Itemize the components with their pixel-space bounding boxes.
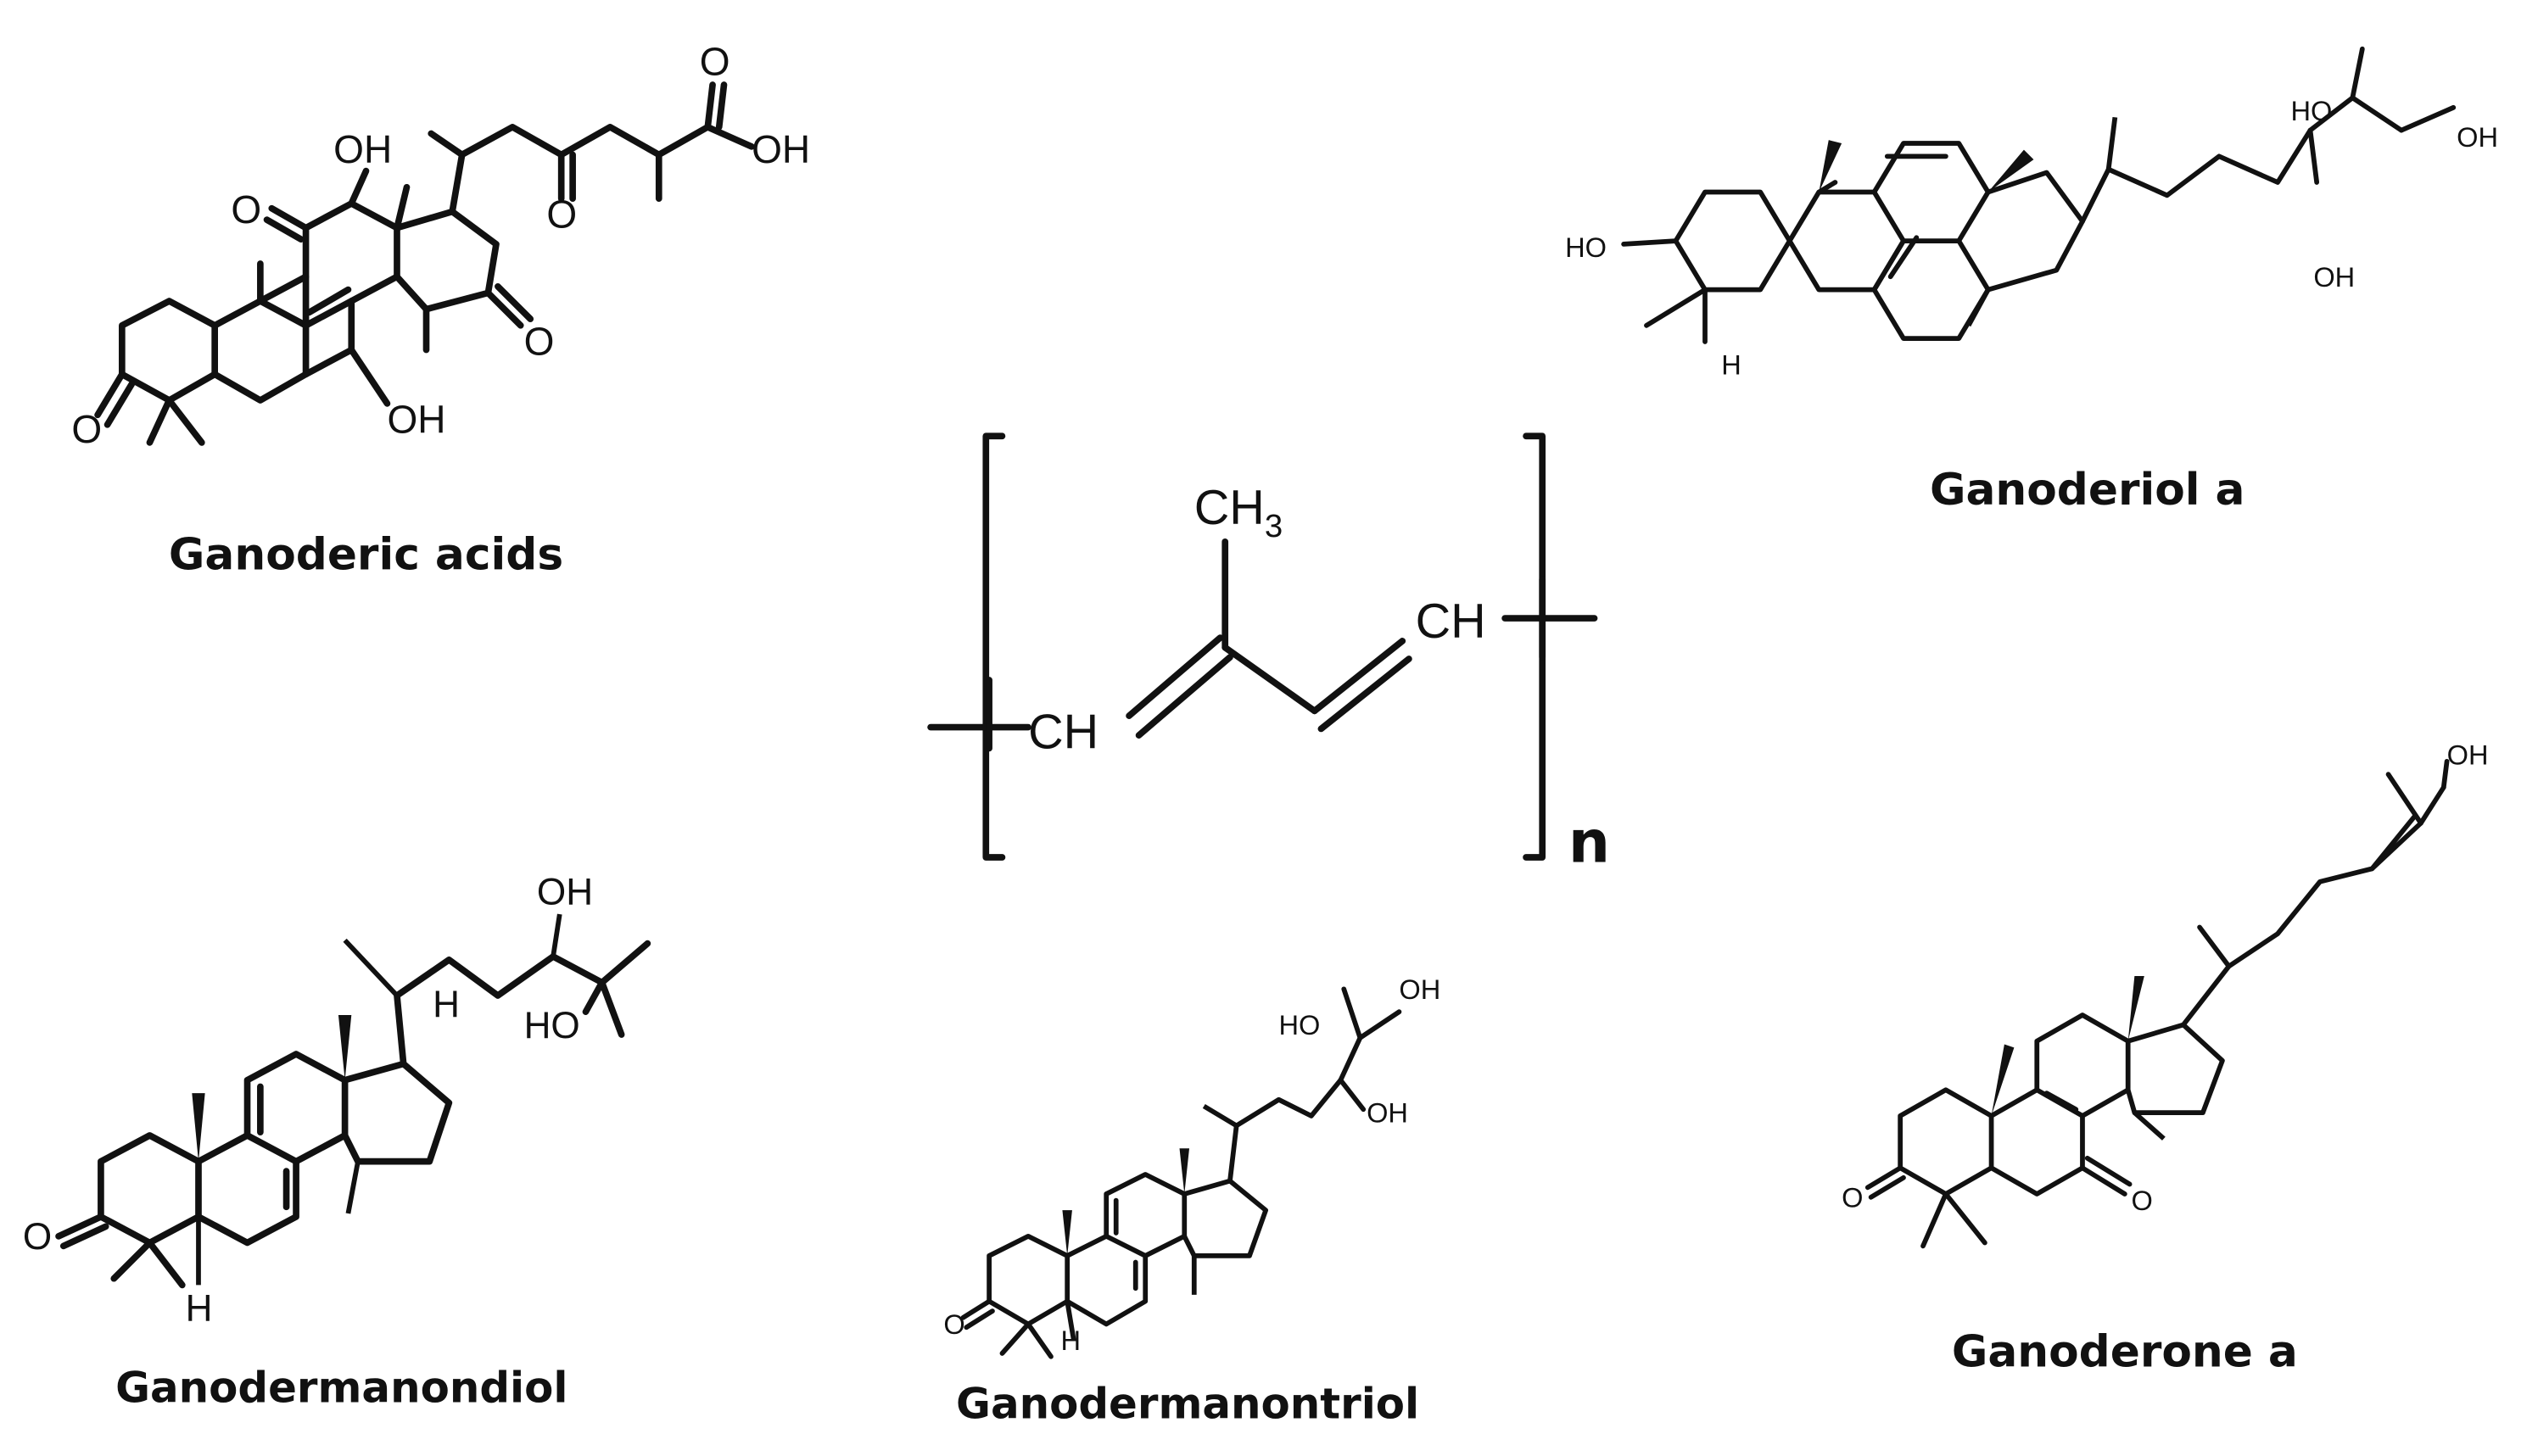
- ganodermanontriol-h-c5: H: [1061, 1325, 1082, 1356]
- ganoderone-o-c7: O: [2132, 1185, 2153, 1216]
- ganoderiol-ho-c25: HO: [2290, 95, 2332, 126]
- ganoderone-a-label: Ganoderone a: [1952, 1326, 2298, 1377]
- ganoderic-acids-label: Ganoderic acids: [169, 530, 563, 581]
- ganoderiol-oh-c24: OH: [2313, 261, 2355, 293]
- ganodermanondiol-label: Ganodermanondiol: [115, 1363, 567, 1412]
- ganoderic-oh-c12: OH: [333, 127, 392, 171]
- ganodermanontriol-o: O: [943, 1308, 964, 1340]
- ganodermanondiol-structure: OH HO H O H: [23, 872, 651, 1330]
- ganoderiol-a-structure: HO HO OH OH H: [1565, 46, 2498, 380]
- ganoderic-o-c3: O: [71, 407, 102, 451]
- ganodermanondiol-ho: HO: [524, 1005, 580, 1046]
- isoprene-ch-right: CH: [1416, 594, 1486, 649]
- ganodermanondiol-h-c5: H: [186, 1288, 213, 1330]
- ganoderic-acids-structure: OH O OH O O O OH O: [71, 39, 810, 450]
- ganoderic-o-c11: O: [231, 187, 261, 232]
- ganoderone-oh: OH: [2447, 739, 2489, 771]
- isoprene-repeat-unit: CH3 CH CH n: [927, 432, 1610, 877]
- ganoderiol-h-c5: H: [1721, 349, 1741, 380]
- ganoderic-o-acid: O: [700, 39, 730, 83]
- ganodermanondiol-h-c17: H: [433, 984, 460, 1025]
- ganoderiol-a-label: Ganoderiol a: [1930, 465, 2245, 516]
- ganoderic-oh-c7: OH: [387, 397, 445, 441]
- ganoderiol-oh-c26: OH: [2457, 121, 2498, 153]
- ganoderiol-ho-c3: HO: [1565, 232, 1607, 263]
- ganoderic-o-c23: O: [546, 192, 577, 237]
- ganodermanontriol-ho: HO: [1279, 1009, 1321, 1040]
- ganoderic-oh-acid: OH: [752, 127, 810, 171]
- isoprene-repeat-n: n: [1568, 809, 1610, 877]
- isoprene-ch-left: CH: [1028, 705, 1098, 759]
- ganodermanontriol-structure: HO OH OH O H: [943, 973, 1440, 1359]
- ganoderic-o-c15: O: [524, 319, 555, 363]
- ganodermanondiol-oh: OH: [537, 872, 593, 913]
- isoprene-ch3: CH3: [1194, 481, 1283, 544]
- ganodermanontriol-oh-terminal: OH: [1399, 973, 1440, 1005]
- ganodermanontriol-label: Ganodermanontriol: [956, 1380, 1419, 1429]
- ganodermanondiol-o: O: [23, 1216, 52, 1258]
- ganoderone-a-structure: OH O O: [1842, 739, 2489, 1249]
- ganoderone-o-c3: O: [1842, 1181, 1863, 1213]
- ganodermanontriol-oh-c24: OH: [1367, 1097, 1408, 1129]
